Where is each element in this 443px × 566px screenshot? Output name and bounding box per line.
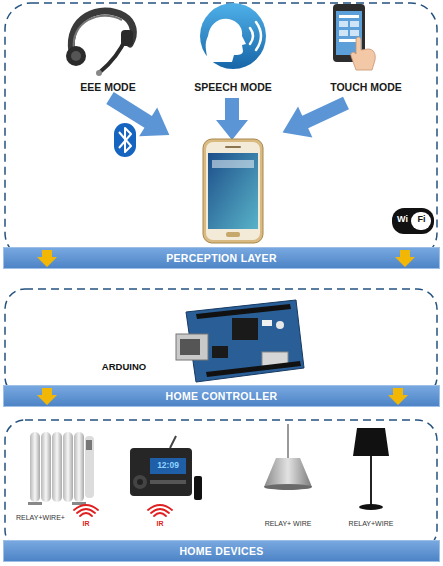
pendant-lamp bbox=[264, 424, 312, 490]
speech-icon bbox=[200, 3, 269, 69]
smartphone bbox=[203, 139, 263, 243]
layer-band: HOME CONTROLLER bbox=[3, 385, 440, 407]
wifi-text: Wi bbox=[394, 215, 411, 225]
wifi-text: Fi bbox=[413, 215, 430, 225]
ir-label: IR bbox=[78, 520, 94, 528]
oil-heater bbox=[28, 432, 94, 505]
layer-band: PERCEPTION LAYER bbox=[3, 247, 440, 269]
touch-phone-icon bbox=[333, 4, 375, 70]
layer-title: PERCEPTION LAYER bbox=[166, 252, 277, 264]
connection-label: RELAY+WIRE+ bbox=[16, 514, 78, 522]
wifi-logo bbox=[392, 208, 434, 234]
ir-label: IR bbox=[152, 520, 168, 528]
layer-title: HOME CONTROLLER bbox=[166, 390, 278, 402]
dashed-container bbox=[5, 3, 437, 550]
arduino-board bbox=[176, 300, 304, 382]
layer-title: HOME DEVICES bbox=[179, 545, 263, 557]
connection-label: RELAY+WIRE bbox=[331, 520, 411, 528]
clock-display: 12:09 bbox=[151, 461, 185, 470]
connection-label: RELAY+ WIRE bbox=[248, 520, 328, 528]
down-arrow bbox=[37, 250, 415, 405]
mode-label: SPEECH MODE bbox=[180, 82, 286, 94]
bluetooth-icon bbox=[114, 123, 136, 157]
ir-symbol bbox=[74, 505, 172, 516]
floor-lamp bbox=[353, 428, 389, 510]
layer-band: HOME DEVICES bbox=[3, 540, 440, 562]
eeg-headset bbox=[66, 11, 133, 76]
board-label: ARDUINO bbox=[84, 362, 164, 372]
mode-label: EEE MODE bbox=[58, 82, 158, 94]
mode-label: TOUCH MODE bbox=[314, 82, 418, 94]
radio-device bbox=[130, 436, 202, 500]
